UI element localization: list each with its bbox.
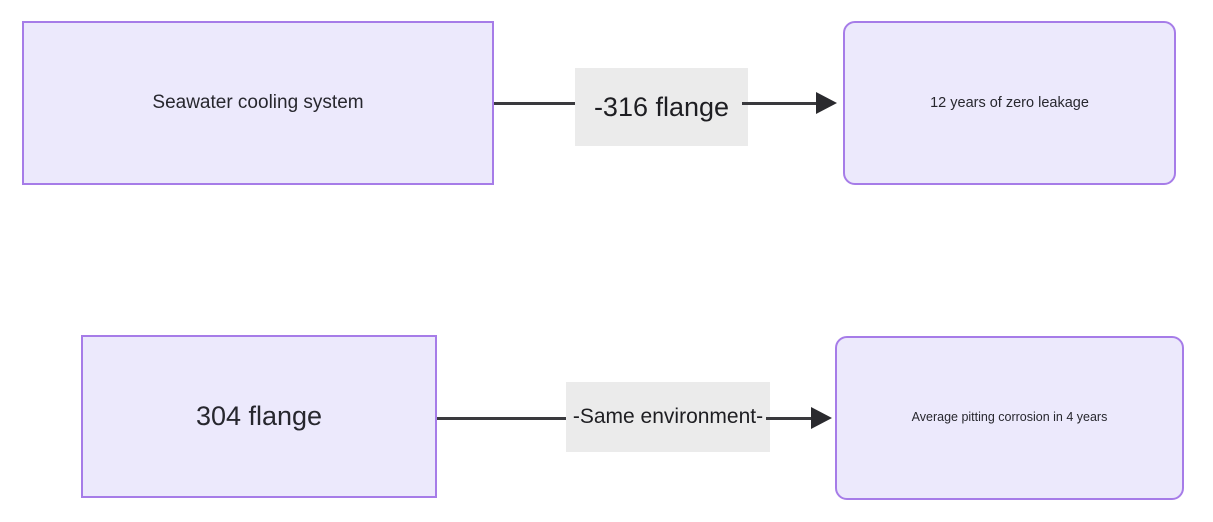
node-pitting-corrosion-result[interactable]: Average pitting corrosion in 4 years (835, 336, 1184, 500)
node-zero-leakage-result[interactable]: 12 years of zero leakage (843, 21, 1176, 185)
arrow-right-icon (816, 92, 837, 114)
arrow-right-icon (811, 407, 832, 429)
edge-connector-bottom-left-segment (437, 417, 569, 420)
edge-connector-top-right-segment (742, 102, 818, 105)
edge-connector-bottom-right-segment (766, 417, 813, 420)
node-304-flange[interactable]: 304 flange (81, 335, 437, 498)
edge-label-same-environment[interactable]: -Same environment- (566, 382, 770, 452)
edge-label-316-flange[interactable]: -316 flange (575, 68, 748, 146)
edge-connector-top-left-segment (494, 102, 580, 105)
node-seawater-cooling-system[interactable]: Seawater cooling system (22, 21, 494, 185)
